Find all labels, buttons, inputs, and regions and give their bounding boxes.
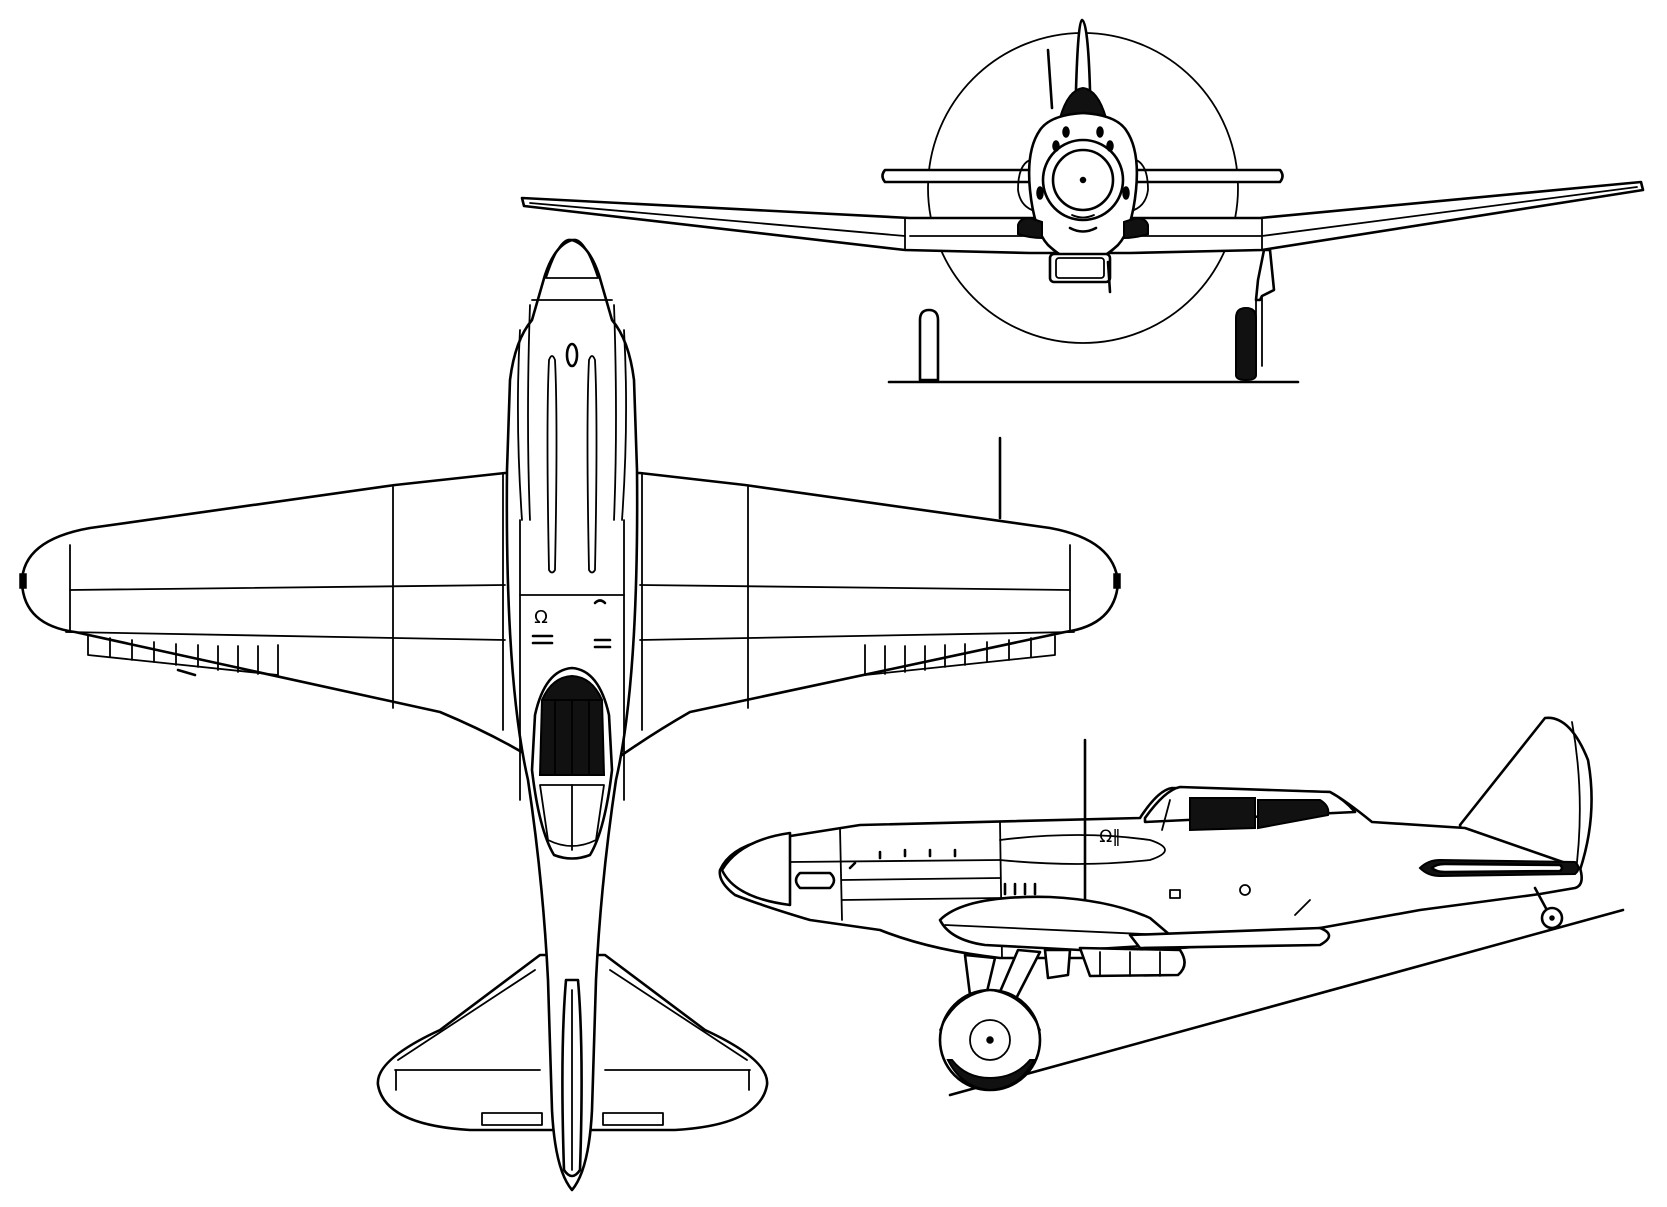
front-fuselage (1027, 111, 1139, 265)
front-view (520, 18, 1645, 384)
front-belly-radiator (1048, 252, 1112, 284)
front-left-gear-door (918, 308, 940, 382)
plan-wing-spar-left (69, 584, 506, 591)
side-belly-radiator (1078, 946, 1186, 978)
plan-oil-vent (565, 342, 579, 368)
front-antenna (1046, 48, 1054, 110)
side-spinner (720, 831, 792, 907)
plan-fuselage-marking: Ω (534, 607, 548, 628)
plan-wing-flapline-left (65, 631, 506, 641)
side-gear-door (1043, 948, 1072, 980)
front-main-gear-leg (1254, 248, 1276, 302)
plan-spinner (545, 238, 599, 279)
plan-wing-flapline-right (639, 631, 1075, 641)
plan-trim-tab-right (602, 1112, 664, 1126)
side-exhaust-stacks (1003, 882, 1037, 896)
side-fuselage-marking: Ω‖ (1099, 827, 1121, 847)
front-spinner (1051, 148, 1115, 212)
plan-tail-edge-left (397, 969, 536, 1061)
plan-trim-tab-left (481, 1112, 543, 1126)
front-canopy (1058, 86, 1108, 119)
plan-flaps-left (87, 635, 279, 677)
front-fin (1074, 18, 1092, 92)
side-wing (938, 895, 1172, 952)
plan-nav-light-right (1113, 573, 1121, 589)
plan-view: Ω (19, 238, 1121, 1192)
plan-tail-edge-right (609, 969, 748, 1061)
front-main-wheel (1235, 306, 1257, 382)
plan-wing-spar-right (639, 584, 1071, 591)
plan-nav-light-left (19, 573, 27, 589)
front-cowling-ring (1041, 138, 1125, 222)
plan-flaps-right (864, 635, 1056, 676)
side-view: Ω‖ (718, 716, 1625, 1097)
plan-gun-trough-right (586, 355, 598, 574)
side-tail-wheel (1533, 886, 1564, 930)
side-ground-line (948, 908, 1625, 1097)
side-canopy-glass (1189, 797, 1256, 832)
plan-gun-trough-left (546, 355, 558, 574)
side-exhaust-fairing (794, 871, 836, 890)
